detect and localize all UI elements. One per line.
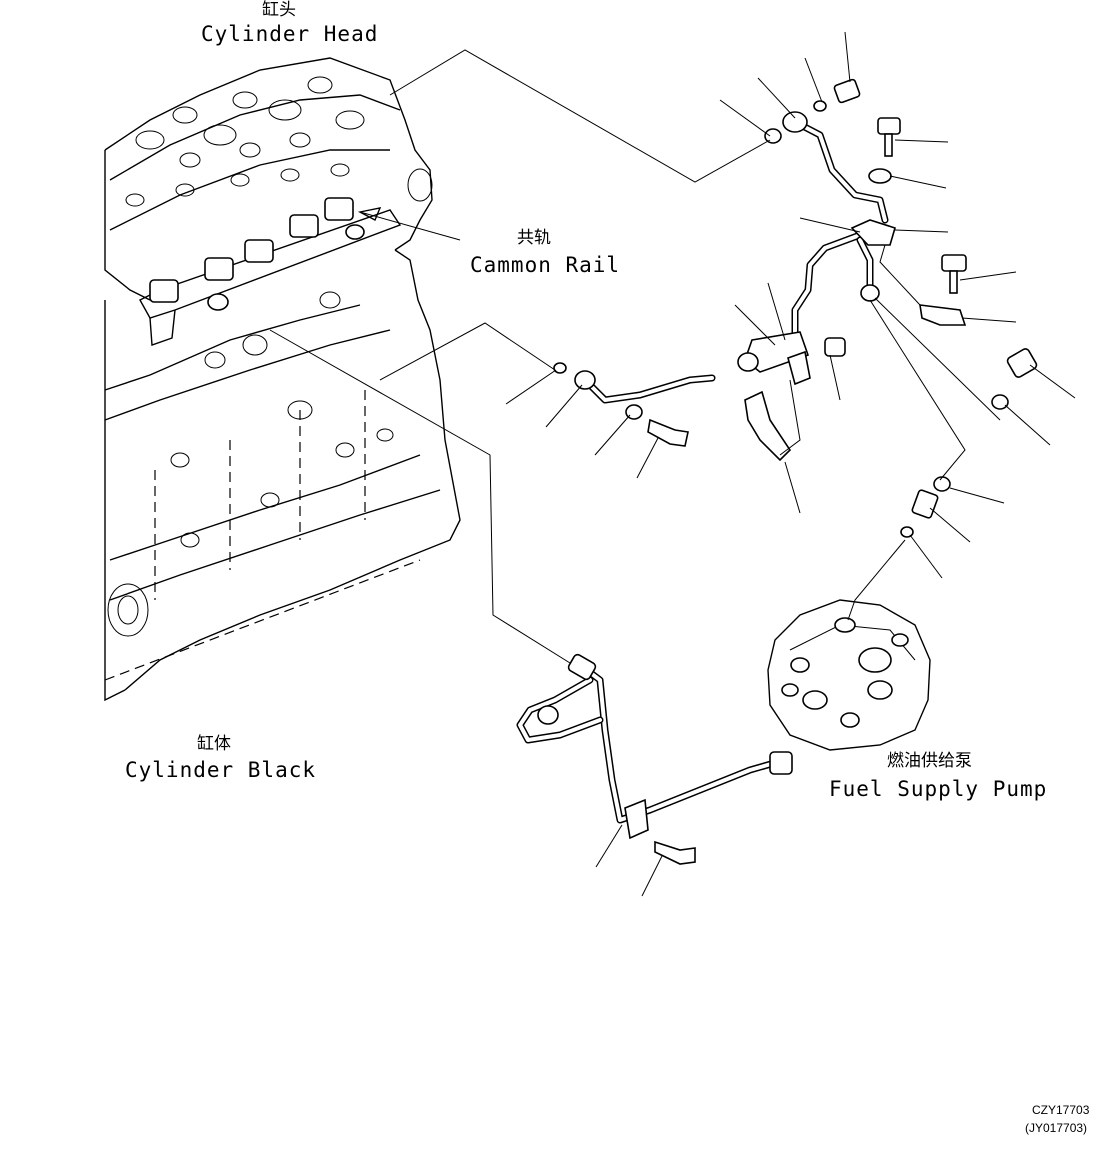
- cylinder-block-label-zh: 缸体: [197, 734, 231, 754]
- block-ports: [107, 291, 394, 637]
- banjo-fitting-1: [782, 111, 808, 133]
- bolt-4: [824, 337, 846, 357]
- washer-2: [813, 100, 827, 112]
- washer-6: [933, 476, 951, 492]
- fitting-3: [1006, 348, 1038, 378]
- engine-block-drawing: [104, 57, 461, 702]
- fitting-2: [860, 284, 880, 302]
- bolt-2: [877, 117, 901, 135]
- washer-4: [553, 362, 567, 374]
- bolt-1: [833, 78, 861, 104]
- gasket-1: [868, 168, 892, 184]
- drawing-code: CZY17703: [1032, 1103, 1090, 1117]
- fuel-supply-pump-drawing: [767, 599, 931, 751]
- fitting-7: [769, 751, 793, 775]
- fitting-4: [911, 489, 939, 519]
- common-rail-label-zh: 共轨: [517, 228, 551, 248]
- fuel-supply-pump-label-en: Fuel Supply Pump: [829, 777, 1048, 801]
- drawing-code-alt: (JY017703): [1025, 1121, 1088, 1135]
- bolt-3: [941, 254, 967, 272]
- small-parts: [537, 78, 1038, 865]
- fitting-5: [567, 653, 597, 681]
- bolt-3-shank: [949, 270, 958, 294]
- banjo-fitting-2: [574, 370, 596, 390]
- bolt-2-shank: [884, 133, 893, 157]
- rail-nut: [737, 352, 759, 372]
- cylinder-head-label-zh: 缸头: [262, 0, 296, 20]
- washer-7: [900, 526, 914, 538]
- common-rail-label-en: Cammon Rail: [470, 253, 621, 277]
- fuel-pipes: [516, 118, 889, 824]
- washer-1: [764, 128, 782, 144]
- pipe-clamp-1: [850, 219, 896, 246]
- injector-bosses: [149, 197, 365, 311]
- bolt-5: [647, 418, 689, 447]
- cylinder-block-label-en: Cylinder Black: [125, 758, 317, 782]
- leader-lines: [269, 31, 1076, 897]
- cylinder-head-label-en: Cylinder Head: [201, 22, 379, 46]
- cylinder-head-bolts: [125, 76, 433, 207]
- washer-3: [991, 394, 1009, 410]
- bracket-1: [919, 304, 967, 326]
- clamp-3: [624, 798, 649, 840]
- bolt-6: [654, 840, 696, 865]
- bracket-2: [744, 390, 792, 462]
- clamp-2: [787, 350, 811, 386]
- fuel-supply-pump-label-zh: 燃油供给泵: [887, 751, 972, 771]
- fitting-6: [537, 705, 559, 725]
